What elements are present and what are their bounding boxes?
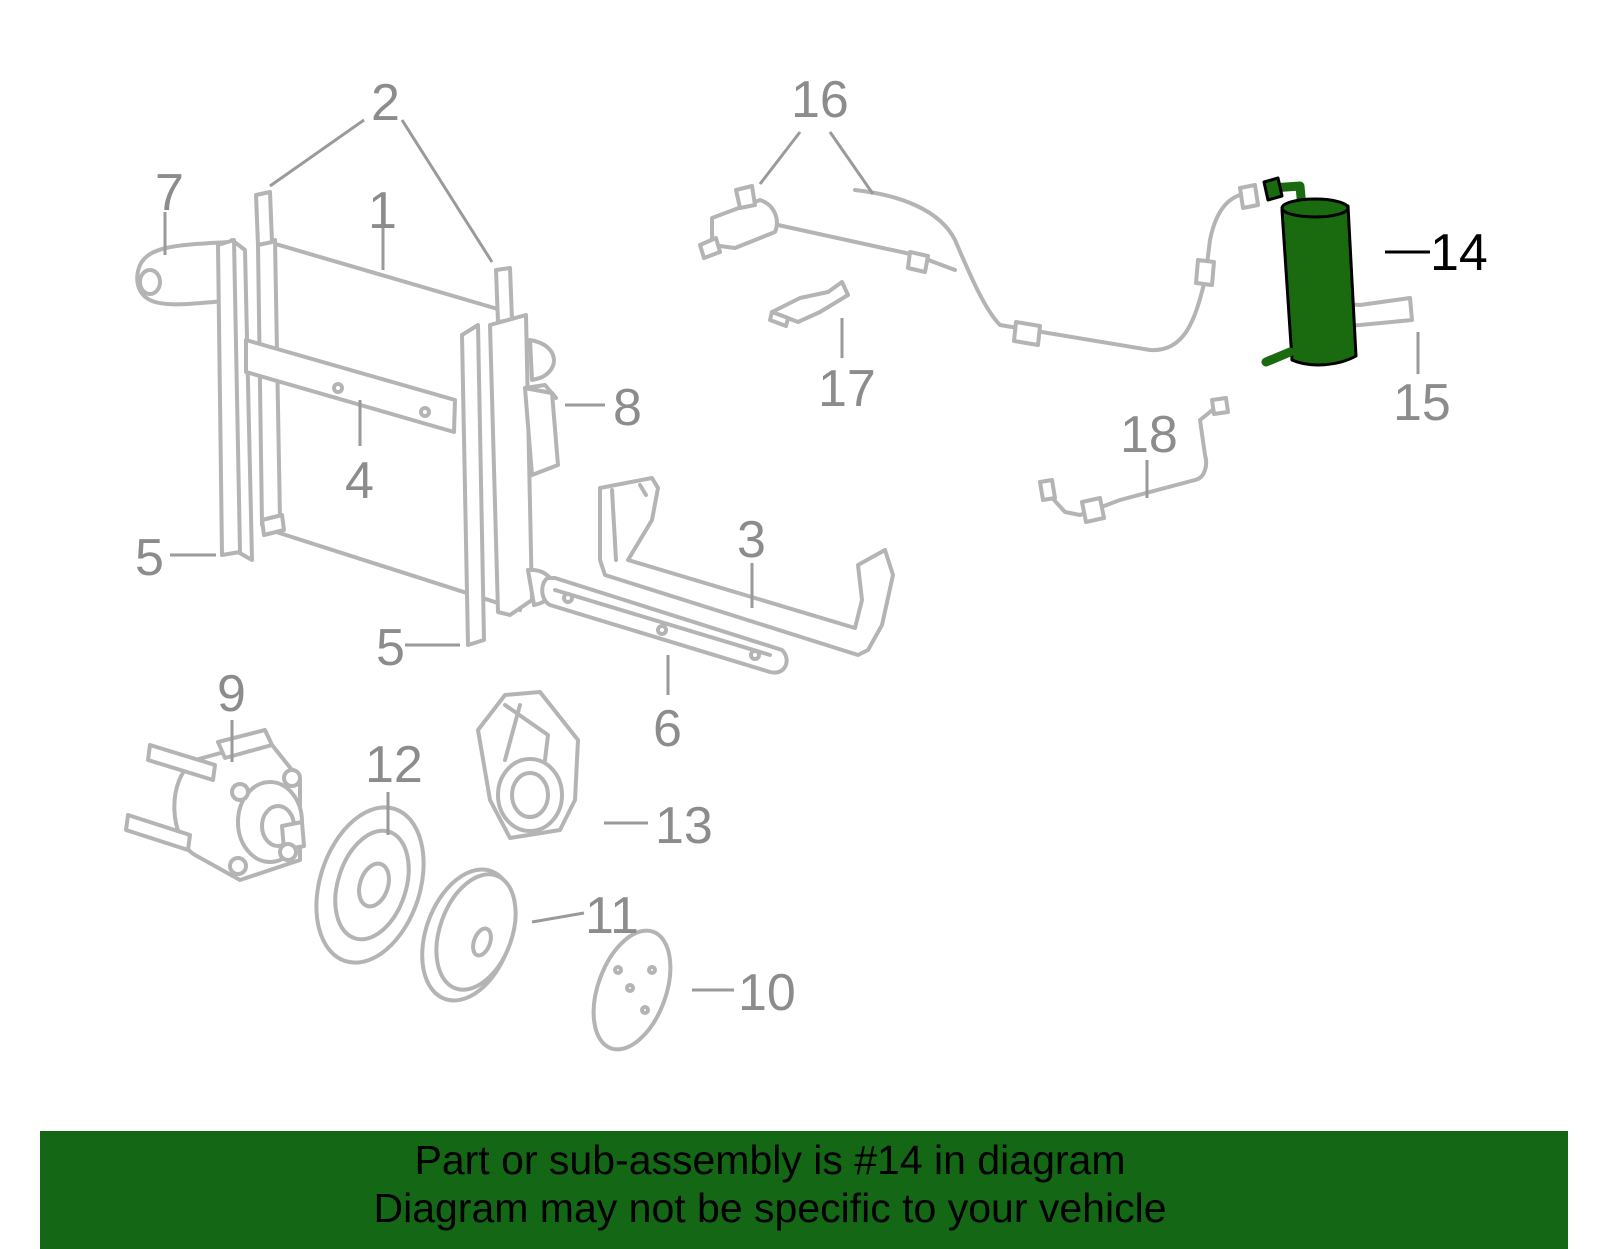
part-3-support[interactable]: [598, 476, 895, 657]
condenser-assembly[interactable]: [216, 190, 556, 647]
banner-line-2: Diagram may not be specific to your vehi…: [373, 1185, 1167, 1231]
callout-16: 16: [791, 71, 849, 129]
callout-4: 4: [345, 452, 374, 510]
callout-8: 8: [613, 379, 642, 437]
callout-5a: 5: [135, 529, 164, 587]
banner-line-1: Part or sub-assembly is #14 in diagram: [414, 1137, 1126, 1183]
part-9-compressor[interactable]: [124, 728, 306, 882]
part-8-bracket[interactable]: [523, 383, 560, 477]
callout-7: 7: [155, 164, 184, 222]
callout-6: 6: [653, 700, 682, 758]
callout-11: 11: [585, 887, 639, 945]
part-11-pulley[interactable]: [405, 857, 530, 1014]
callout-5b: 5: [376, 619, 405, 677]
part-16-line[interactable]: [698, 183, 1260, 353]
part-6-rail[interactable]: [540, 576, 789, 675]
callout-13: 13: [655, 797, 713, 855]
callout-2: 2: [371, 74, 400, 132]
callout-10: 10: [738, 964, 796, 1022]
callout-15: 15: [1393, 374, 1451, 432]
info-banner: Part or sub-assembly is #14 in diagram D…: [40, 1131, 1568, 1249]
callout-12: 12: [365, 736, 423, 794]
part-10-disc[interactable]: [579, 920, 685, 1060]
callout-1: 1: [368, 182, 397, 240]
callout-labels: 2 1 7 4 5 5 8 3 6 9 12 13 11 10 16 17 18…: [135, 71, 1488, 1022]
part-17-switch[interactable]: [768, 280, 850, 328]
part-14-accumulator[interactable]: [1261, 176, 1358, 367]
callout-17: 17: [818, 360, 876, 418]
part-13-bracket[interactable]: [476, 690, 580, 840]
part-7-hose[interactable]: [135, 240, 238, 307]
callout-14: 14: [1430, 224, 1488, 282]
part-12-clutch[interactable]: [298, 793, 443, 976]
part-18-line[interactable]: [1038, 396, 1230, 524]
callout-3: 3: [737, 511, 766, 569]
callout-9: 9: [217, 665, 246, 723]
leader-lines: [163, 118, 1430, 992]
callout-18: 18: [1120, 406, 1178, 464]
